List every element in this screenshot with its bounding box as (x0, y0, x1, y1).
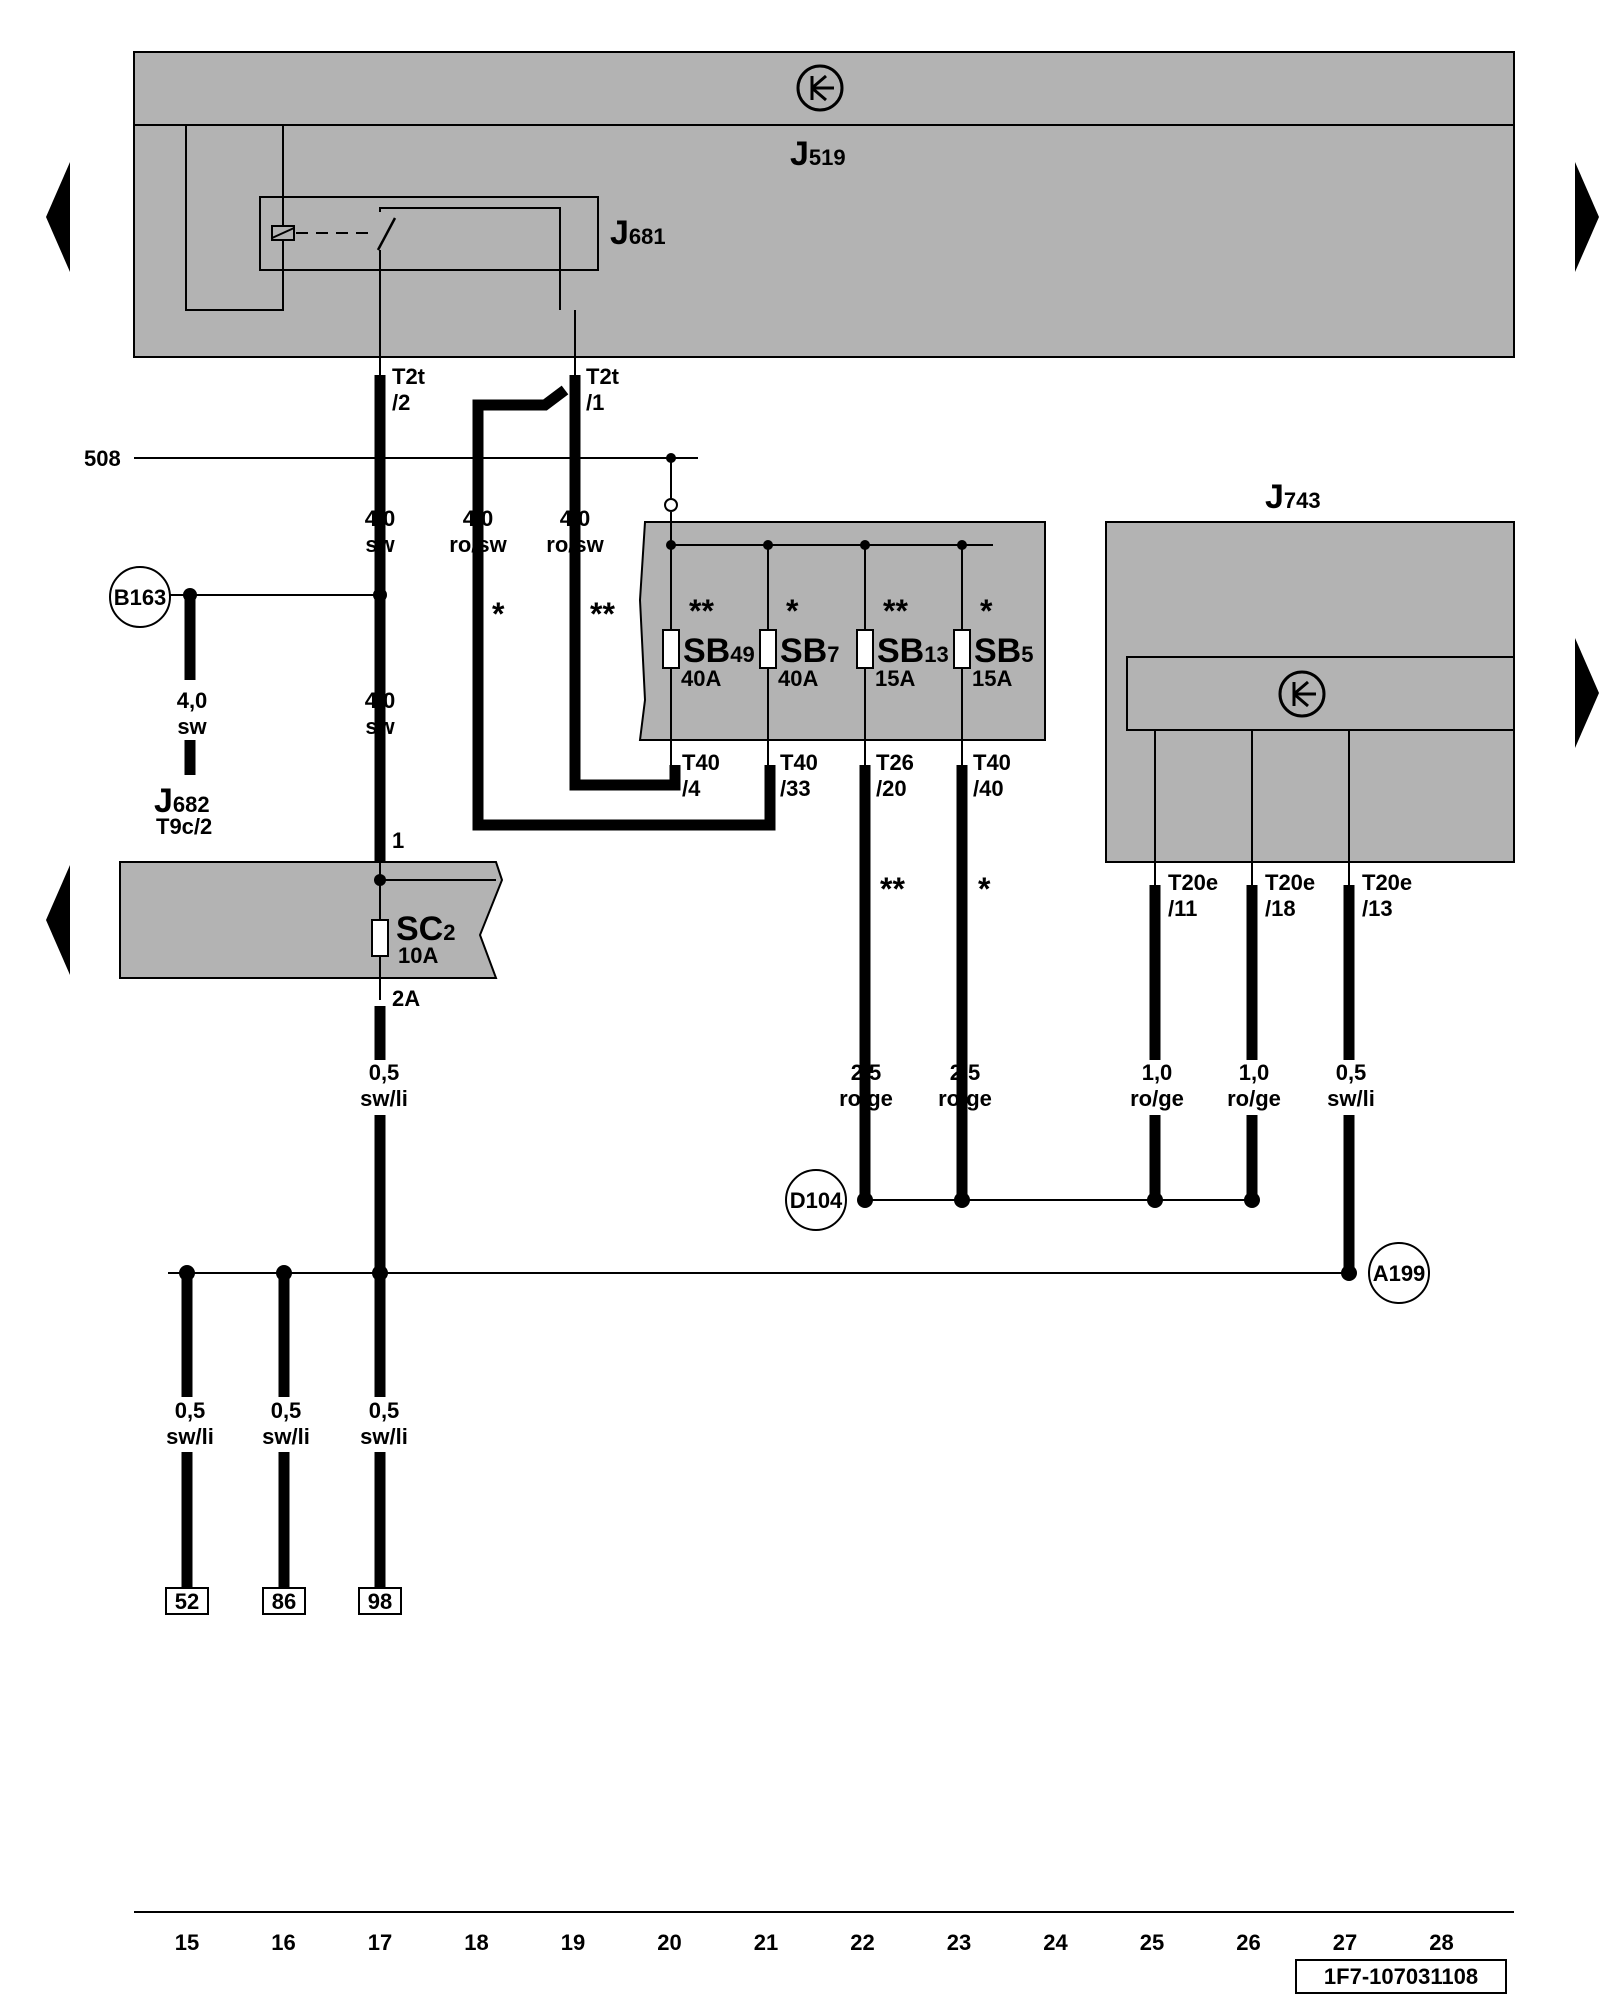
fuse-rating: 40A (778, 666, 818, 691)
conn-t40-33: T40/33 (780, 750, 818, 801)
fuse-rating: 40A (681, 666, 721, 691)
reference-98[interactable]: 98 (358, 1587, 402, 1615)
prev-page-arrow-top[interactable] (46, 162, 70, 272)
next-page-arrow-top[interactable] (1575, 162, 1599, 272)
grid-number: 22 (850, 1930, 874, 1955)
ground-point-a199 (1368, 1242, 1430, 1304)
b163-label: B163 (114, 585, 167, 610)
grid-number: 25 (1140, 1930, 1164, 1955)
conn-sc-in: 1 (392, 828, 404, 853)
fuse-block-sc (119, 861, 504, 979)
j743-label: J743 (1265, 478, 1321, 516)
grid-number: 28 (1429, 1930, 1453, 1955)
j682-pin: T9c/2 (156, 814, 212, 839)
reference-86[interactable]: 86 (262, 1587, 306, 1615)
module-j519 (133, 51, 1515, 358)
d104-label: D104 (790, 1188, 843, 1213)
grid-number: 21 (754, 1930, 778, 1955)
fuse-mark: * (786, 593, 799, 629)
grid-number: 24 (1043, 1930, 1068, 1955)
svg-text:86: 86 (272, 1589, 296, 1614)
grid-number: 18 (464, 1930, 488, 1955)
grid-number: 15 (175, 1930, 199, 1955)
conn-t20e-18: T20e/18 (1265, 870, 1315, 921)
conn-t20e-13: T20e/13 (1362, 870, 1412, 921)
grid-number: 27 (1333, 1930, 1357, 1955)
svg-text:98: 98 (368, 1589, 392, 1614)
conn-t40-4: T40/4 (682, 750, 720, 801)
j681-label: J681 (610, 214, 666, 252)
fuse-label: SB5 (974, 632, 1033, 670)
grid-number: 17 (368, 1930, 392, 1955)
conn-sc-out: 2A (392, 986, 420, 1011)
j519-label: J519 (790, 135, 846, 173)
conn-t40-40: T40/40 (973, 750, 1011, 801)
fuse-mark: ** (689, 593, 714, 629)
reference-52[interactable]: 52 (165, 1587, 209, 1615)
grid-number: 26 (1236, 1930, 1260, 1955)
sc2-label: SC2 (396, 910, 455, 948)
ground-point-d104 (785, 1169, 847, 1231)
svg-text:52: 52 (175, 1589, 199, 1614)
grid-numbers: 15 16 17 18 19 20 21 22 23 24 25 26 27 28 (175, 1930, 1454, 1955)
fuse-label: SB7 (780, 632, 839, 670)
fuse-label: SB13 (877, 632, 949, 670)
fuse-label: SB49 (683, 632, 755, 670)
mark-m19: ** (590, 596, 615, 632)
mark-m23: * (978, 871, 991, 907)
prev-page-arrow-bottom[interactable] (46, 865, 70, 975)
conn-t26-20: T26/20 (876, 750, 914, 801)
grid-number: 23 (947, 1930, 971, 1955)
mark-m22: ** (880, 871, 905, 907)
diagram-code: 1F7-107031108 (1324, 1964, 1478, 1989)
fuse-rating: 15A (875, 666, 915, 691)
ground-point-b163 (109, 566, 171, 628)
mark-m18: * (492, 596, 505, 632)
grid-number: 20 (657, 1930, 681, 1955)
j743-electronic-icon (1278, 670, 1326, 718)
fuse-mark: * (980, 593, 993, 629)
fuse-rating: 15A (972, 666, 1012, 691)
grid-number: 19 (561, 1930, 585, 1955)
a199-label: A199 (1373, 1261, 1426, 1286)
line-508-label: 508 (84, 446, 121, 471)
grid-number: 16 (271, 1930, 295, 1955)
conn-t20e-11: T20e/11 (1168, 870, 1218, 921)
electronic-control-icon (796, 64, 844, 112)
j682-label: J682 (154, 782, 210, 820)
fuse-mark: ** (883, 593, 908, 629)
fuse-sc2-icon (371, 919, 389, 957)
sc2-rating: 10A (398, 943, 438, 968)
fuse-box-sb (638, 521, 1046, 741)
next-page-arrow-bottom[interactable] (1575, 638, 1599, 748)
conn-t2t-1: T2t/1 (586, 364, 620, 415)
relay-j681 (259, 196, 599, 271)
conn-t2t-2: T2t/2 (392, 364, 426, 415)
